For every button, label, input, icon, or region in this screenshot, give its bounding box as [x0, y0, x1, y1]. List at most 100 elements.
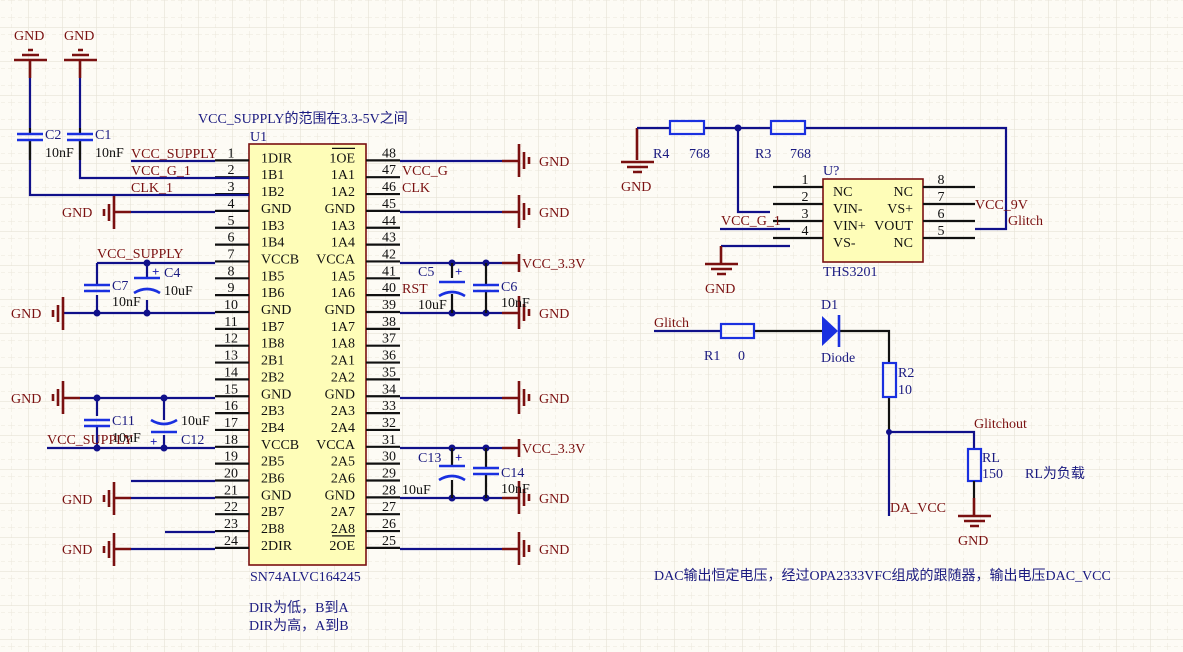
net-label-glitchout: Glitchout [974, 417, 1027, 432]
capacitor-c6[interactable]: C6 10nF [473, 280, 530, 311]
capacitor-c2[interactable]: C2 10nF [17, 128, 74, 161]
capacitor-c11[interactable]: C11 10nF [84, 414, 141, 446]
capacitor-c13[interactable]: + C13 10uF [402, 450, 466, 498]
diode-d1[interactable]: D1 Diode [821, 298, 855, 366]
pin-name: VCCA [316, 438, 356, 453]
svg-text:+: + [455, 264, 462, 279]
pin-number: 8 [228, 264, 235, 279]
resistor-r3[interactable]: R3 768 [755, 119, 811, 162]
u2-pin-7[interactable]: 7VS+ [887, 190, 975, 217]
svg-text:C11: C11 [112, 414, 135, 429]
pin-name: VS+ [887, 202, 913, 217]
capacitor-c12[interactable]: + 10uF C12 [150, 414, 210, 449]
pin-name: 1DIR [261, 151, 293, 166]
svg-text:C1: C1 [95, 128, 111, 143]
u2-pin-4[interactable]: 4VS- [773, 224, 856, 251]
note-vcc-supply-range: VCC_SUPPLY的范围在3.3-5V之间 [198, 110, 408, 127]
svg-text:GND: GND [539, 307, 569, 322]
svg-text:GND: GND [539, 492, 569, 507]
resistor-r2[interactable]: R2 10 [881, 361, 914, 399]
u1-pin-36[interactable]: 36 2A1 [331, 349, 400, 369]
capacitor-c4[interactable]: + C4 10uF [133, 264, 193, 299]
pin-name: 2A1 [331, 354, 355, 369]
capacitor-c5[interactable]: + C5 10uF [418, 264, 466, 313]
pin-number: 9 [228, 281, 235, 296]
capacitor-c7[interactable]: C7 10nF [84, 279, 141, 310]
capacitor-c14[interactable]: C14 10nF [473, 466, 530, 497]
pin-number: 42 [382, 247, 396, 262]
resistor-rl[interactable]: RL 150 [966, 447, 1003, 483]
u1-pin-42[interactable]: 42 VCCA [316, 247, 400, 267]
pin-number: 32 [382, 416, 396, 431]
pin-number: 6 [938, 207, 945, 222]
resistor-r1[interactable]: R1 0 [704, 322, 756, 364]
pin-name: 1B4 [261, 236, 284, 251]
pin-name: NC [833, 185, 852, 200]
svg-text:+: + [455, 450, 462, 465]
svg-text:+: + [152, 264, 159, 279]
pin-name: GND [325, 202, 355, 217]
pin-number: 36 [382, 349, 396, 364]
capacitor-c1[interactable]: C1 10nF [67, 128, 124, 161]
pin-name: VCCA [316, 252, 356, 267]
svg-text:GND: GND [539, 543, 569, 558]
resistor-r4[interactable]: R4 768 [653, 119, 710, 162]
pin-name: 1A5 [331, 269, 355, 284]
u2-pin-1[interactable]: 1NC [773, 173, 852, 200]
svg-text:10uF: 10uF [402, 483, 431, 498]
u2-pin-5[interactable]: 5NC [894, 224, 975, 251]
u2-pin-8[interactable]: 8NC [894, 173, 975, 200]
svg-text:768: 768 [790, 147, 811, 162]
